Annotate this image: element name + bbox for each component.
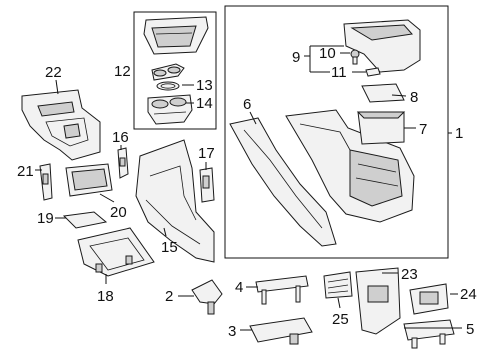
callout-16-label: 16	[112, 129, 129, 146]
callout-25-label: 25	[332, 311, 349, 328]
armrest-lid-part	[343, 19, 421, 73]
bracket-4-part	[255, 275, 309, 305]
callout-8-label: 8	[410, 89, 418, 106]
callout-17-label: 17	[198, 145, 215, 162]
console-left-panel-part	[229, 117, 337, 247]
cupholder-insert-part	[151, 63, 185, 81]
callout-6-label: 6	[243, 96, 251, 113]
bracket-17-part	[199, 167, 215, 203]
callout-5-label: 5	[466, 321, 474, 338]
callout-11-label: 11	[331, 64, 347, 81]
bracket-2-part	[191, 279, 223, 315]
callout-2-label: 2	[165, 288, 173, 305]
callout-12-label: 12	[114, 63, 131, 80]
vent-25-part	[323, 271, 353, 299]
cupholder-ring-part	[156, 81, 180, 91]
callout-labels: 1 2 3 4 5 6 7 8 9 10 11 12 13 14 15 16 1…	[17, 45, 477, 340]
clip-21-part	[39, 163, 53, 201]
leader-lines	[35, 45, 462, 331]
callout-7-label: 7	[419, 121, 427, 138]
callout-23-label: 23	[401, 266, 418, 283]
console-body-part	[285, 109, 415, 223]
lower-tray-part	[77, 227, 155, 277]
callout-15-label: 15	[161, 239, 178, 256]
callout-21-label: 21	[17, 163, 34, 180]
shift-bezel-part	[21, 89, 101, 161]
clip-16-part	[117, 147, 129, 179]
clip-11-part	[365, 67, 381, 77]
callout-9-label: 9	[292, 49, 300, 66]
callout-22-label: 22	[45, 64, 62, 81]
console-side-panel-part	[135, 139, 215, 263]
callout-20-label: 20	[110, 204, 127, 221]
bracket-5-part	[403, 319, 455, 349]
cupholder-group-frame	[133, 11, 217, 130]
callout-3-label: 3	[228, 323, 236, 340]
rear-panel-part	[355, 267, 401, 335]
callout-10-label: 10	[319, 45, 336, 62]
console-assembly-frame	[224, 5, 449, 259]
cupholder-trim-part	[143, 16, 209, 55]
callout-4-label: 4	[235, 279, 243, 296]
pad-19-part	[62, 211, 108, 229]
callout-19-label: 19	[37, 210, 54, 227]
callout-14-label: 14	[196, 95, 213, 112]
storage-box-part	[356, 111, 406, 145]
callout-1-label: 1	[455, 125, 463, 142]
console-mat-part	[361, 83, 405, 103]
screw-10-part	[350, 49, 360, 65]
callout-24-label: 24	[460, 286, 477, 303]
callout-13-label: 13	[196, 77, 213, 94]
callout-18-label: 18	[97, 288, 114, 305]
tray-mat-part	[65, 163, 113, 197]
cover-24-part	[409, 283, 449, 315]
bracket-3-part	[249, 317, 313, 345]
cupholder-body-part	[147, 94, 193, 125]
